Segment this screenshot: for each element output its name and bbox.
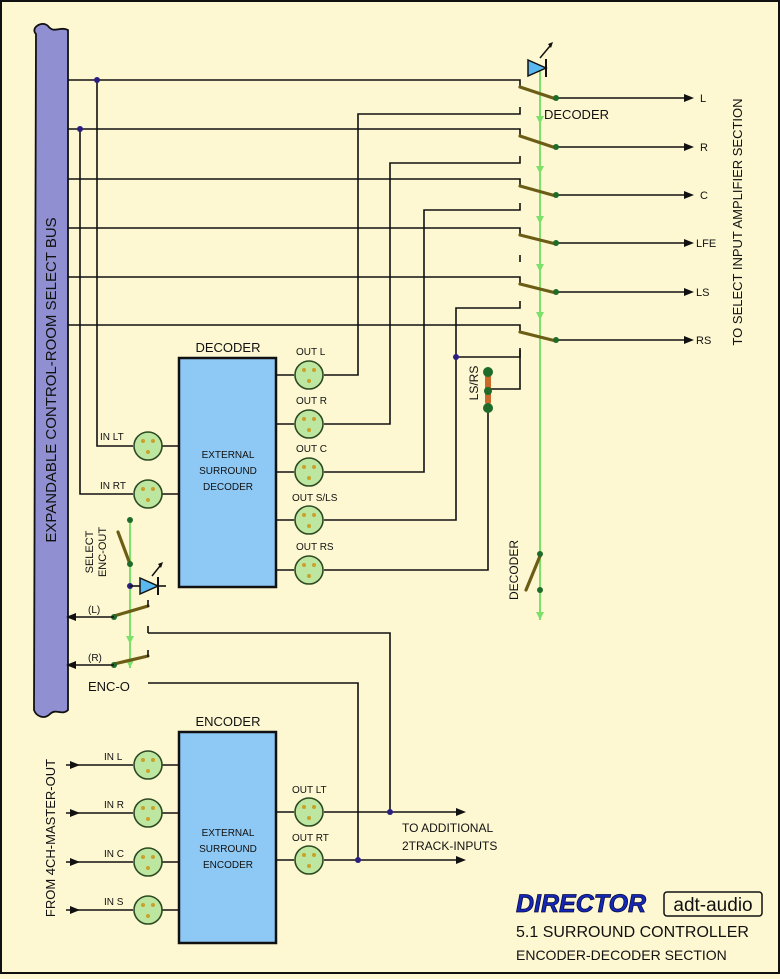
output-label-l: L	[700, 93, 706, 105]
encoder-box-line3: ENCODER	[203, 860, 253, 871]
decoder-out-r-connector	[294, 409, 324, 439]
select-enc-out-section: SELECT ENC-OUT (L) (R) ENC-O	[66, 517, 391, 860]
enc-o-label: ENC-O	[88, 679, 130, 694]
brand-company: adt-audio	[673, 895, 752, 916]
encoder-in-c-label: IN C	[104, 849, 124, 860]
output-label-ls: LS	[696, 287, 709, 299]
brand-block: DIRECTOR adt-audio 5.1 SURROUND CONTROLL…	[516, 890, 763, 963]
decoder-in-lt-connector	[133, 431, 163, 461]
enc-out-led-icon	[139, 562, 163, 596]
bus-label: EXPANDABLE CONTROL-ROOM SELECT BUS	[43, 217, 60, 542]
encoder-in-l-connector	[133, 750, 163, 780]
amp-section-label: TO SELECT INPUT AMPLIFIER SECTION	[730, 98, 745, 345]
to-additional-line1: TO ADDITIONAL	[402, 821, 493, 835]
ls-rs-switch: LS/RS	[453, 354, 493, 413]
decoder-out-sls-connector	[294, 505, 324, 535]
encoder-in-s-connector	[133, 895, 163, 925]
select-enc-out-line2: ENC-OUT	[97, 527, 109, 577]
brand-name: DIRECTOR	[516, 890, 646, 918]
output-label-r: R	[700, 142, 708, 154]
encoder-in-r-label: IN R	[104, 800, 124, 811]
encoder-out-rt-connector	[294, 845, 324, 875]
output-switches	[518, 85, 558, 343]
encoder-out-lt-label: OUT LT	[292, 785, 327, 796]
decoder-box-line1: EXTERNAL	[202, 450, 255, 461]
decoder-out-r-label: OUT R	[296, 396, 327, 407]
encoder-block: ENCODER EXTERNAL SURROUND ENCODER	[177, 714, 278, 945]
bus-right-label: (R)	[88, 653, 102, 664]
encoder-input-wiring	[66, 761, 179, 914]
decoder-out-c-connector	[294, 457, 324, 487]
encoder-out-lt-connector	[294, 797, 324, 827]
decoder-input-wiring	[77, 77, 179, 495]
bus-lines	[68, 79, 521, 332]
encoder-box-line1: EXTERNAL	[202, 828, 255, 839]
decoder-out-sls-label: OUT S/LS	[292, 493, 338, 504]
ls-rs-label: LS/RS	[467, 366, 481, 401]
from-master-label: FROM 4CH-MASTER-OUT	[43, 759, 58, 917]
decoder-in-rt-label: IN RT	[100, 481, 126, 492]
decoder-output-wiring	[324, 107, 521, 571]
decoder-out-rs-label: OUT RS	[296, 542, 334, 553]
output-labels: L R C LFE LS RS	[696, 93, 716, 347]
decoder-out-l-label: OUT L	[296, 347, 326, 358]
encoder-title: ENCODER	[195, 714, 260, 729]
decoder-lower-label: DECODER	[507, 540, 521, 600]
encoder-box-line2: SURROUND	[199, 844, 257, 855]
decoder-block: DECODER EXTERNAL SURROUND DECODER	[177, 340, 278, 589]
switch-junctions	[553, 95, 559, 343]
decoder-out-l-connector	[294, 360, 324, 390]
output-label-lfe: LFE	[696, 238, 716, 250]
encoder-output-wiring	[276, 808, 466, 864]
encoder-in-l-label: IN L	[104, 752, 123, 763]
encoder-out-rt-label: OUT RT	[292, 833, 329, 844]
decoder-in-rt-connector	[133, 479, 163, 509]
output-lines	[556, 94, 694, 344]
select-enc-out-line1: SELECT	[84, 530, 96, 573]
decoder-led-icon	[527, 42, 553, 78]
brand-company-box	[663, 891, 763, 917]
output-label-rs: RS	[696, 335, 711, 347]
decoder-out-c-label: OUT C	[296, 444, 327, 455]
brand-title: 5.1 SURROUND CONTROLLER	[516, 924, 749, 941]
encoder-in-c-connector	[133, 847, 163, 877]
decoder-switch-label: DECODER	[544, 107, 609, 122]
decoder-control-switch: DECODER	[507, 540, 543, 600]
output-label-c: C	[700, 190, 708, 202]
encoder-in-s-label: IN S	[104, 897, 124, 908]
to-additional-line2: 2TRACK-INPUTS	[402, 839, 497, 853]
bus-left-label: (L)	[88, 605, 100, 616]
encoder-in-r-connector	[133, 798, 163, 828]
decoder-in-lt-label: IN LT	[100, 432, 124, 443]
decoder-box-line3: DECODER	[203, 482, 253, 493]
decoder-title: DECODER	[195, 340, 260, 355]
control-room-select-bus: EXPANDABLE CONTROL-ROOM SELECT BUS	[33, 22, 69, 718]
decoder-box-line2: SURROUND	[199, 466, 257, 477]
decoder-control-line	[536, 70, 544, 620]
brand-subtitle: ENCODER-DECODER SECTION	[516, 947, 727, 963]
decoder-out-rs-connector	[294, 555, 324, 585]
decoder-box-out-lines	[276, 374, 294, 571]
